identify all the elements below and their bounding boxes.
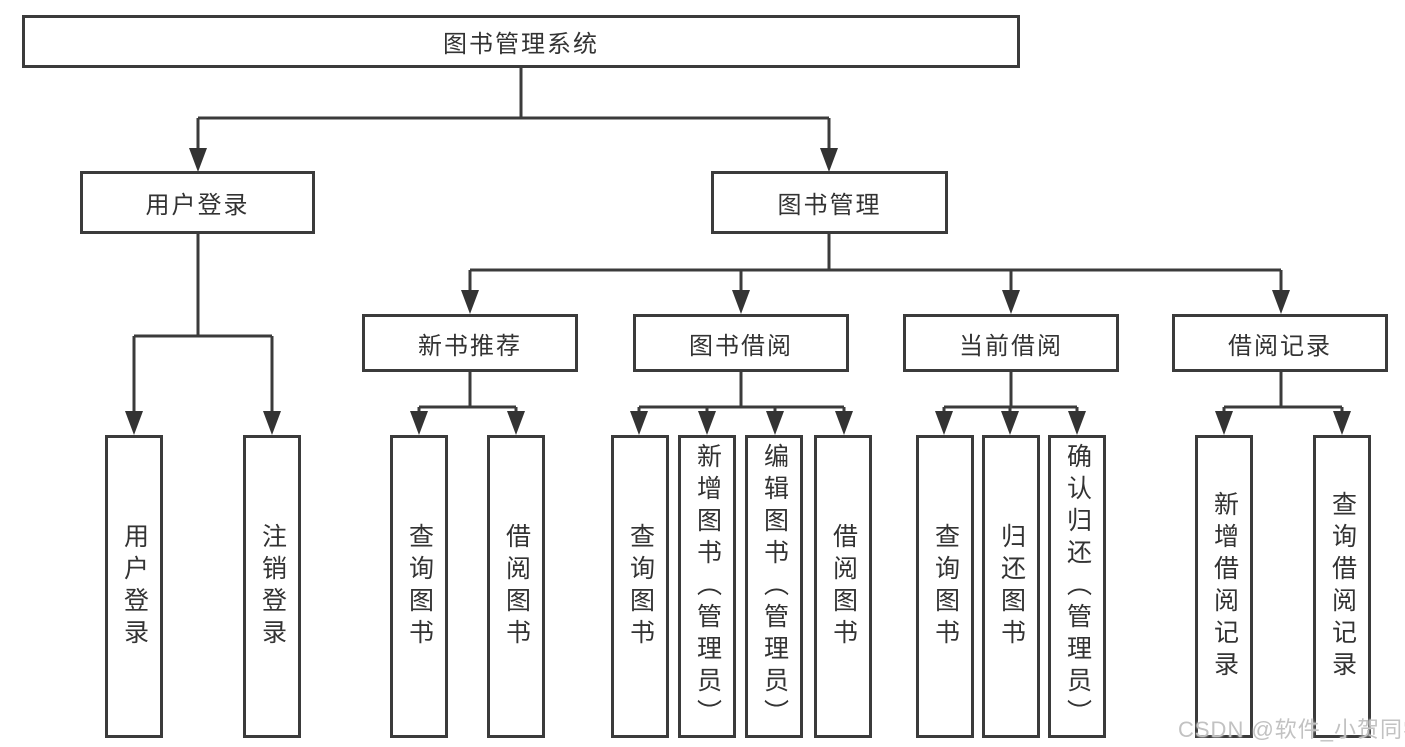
leaf-borrow-books-recommend: 借阅图书 <box>487 435 545 738</box>
connector-root-to-level2 <box>196 68 831 150</box>
leaf-return-books: 归还图书 <box>982 435 1040 738</box>
leaf-search-books-borrowing: 查询图书 <box>611 435 669 738</box>
leaf-borrow-books-label: 借阅图书 <box>829 522 858 651</box>
leaf-search-books-borrowing-label: 查询图书 <box>626 522 655 651</box>
connector-borrow-to-leaves <box>637 372 846 413</box>
connector-login-to-leaves <box>132 234 274 413</box>
leaf-logout: 注销登录 <box>243 435 301 738</box>
leaf-confirm-return-admin-label: 确认归还（管理员） <box>1063 442 1092 731</box>
node-user-login-branch: 用户登录 <box>80 171 315 234</box>
leaf-add-books-admin-label: 新增图书（管理员） <box>693 442 722 731</box>
leaf-search-borrow-record-label: 查询借阅记录 <box>1328 490 1357 683</box>
node-user-login-branch-label: 用户登录 <box>145 192 250 219</box>
node-book-borrowing: 图书借阅 <box>633 314 849 372</box>
node-current-borrowing: 当前借阅 <box>903 314 1119 372</box>
node-library-system-label: 图书管理系统 <box>443 31 599 58</box>
leaf-search-books-current: 查询图书 <box>916 435 974 738</box>
leaf-edit-books-admin-label: 编辑图书（管理员） <box>760 442 789 731</box>
csdn-watermark: CSDN @软件_小贺同学 <box>1178 717 1405 742</box>
leaf-search-books-recommend: 查询图书 <box>390 435 448 738</box>
leaf-user-login-label: 用户登录 <box>120 522 149 651</box>
leaf-add-books-admin: 新增图书（管理员） <box>678 435 736 738</box>
node-borrowing-records-label: 借阅记录 <box>1228 332 1332 360</box>
node-book-borrowing-label: 图书借阅 <box>689 332 793 360</box>
leaf-search-books-recommend-label: 查询图书 <box>405 522 434 651</box>
connector-current-to-leaves <box>942 372 1079 413</box>
leaf-confirm-return-admin: 确认归还（管理员） <box>1048 435 1106 738</box>
connector-newbook-to-leaves <box>417 372 518 413</box>
node-book-management-branch: 图书管理 <box>711 171 948 234</box>
leaf-borrow-books-recommend-label: 借阅图书 <box>502 522 531 651</box>
leaf-user-login: 用户登录 <box>105 435 163 738</box>
node-book-management-branch-label: 图书管理 <box>777 192 882 219</box>
leaf-search-books-current-label: 查询图书 <box>931 522 960 651</box>
leaf-add-borrow-record: 新增借阅记录 <box>1195 435 1253 738</box>
node-current-borrowing-label: 当前借阅 <box>959 332 1063 360</box>
leaf-return-books-label: 归还图书 <box>997 522 1026 651</box>
node-library-system: 图书管理系统 <box>22 15 1020 68</box>
node-new-book-recommendation: 新书推荐 <box>362 314 578 372</box>
connector-mgmt-to-level3 <box>468 234 1283 292</box>
leaf-borrow-books: 借阅图书 <box>814 435 872 738</box>
leaf-edit-books-admin: 编辑图书（管理员） <box>745 435 803 738</box>
connector-records-to-leaves <box>1222 372 1344 413</box>
leaf-add-borrow-record-label: 新增借阅记录 <box>1210 490 1239 683</box>
node-new-book-recommendation-label: 新书推荐 <box>418 332 522 360</box>
node-borrowing-records: 借阅记录 <box>1172 314 1388 372</box>
leaf-search-borrow-record: 查询借阅记录 <box>1313 435 1371 738</box>
leaf-logout-label: 注销登录 <box>258 522 287 651</box>
